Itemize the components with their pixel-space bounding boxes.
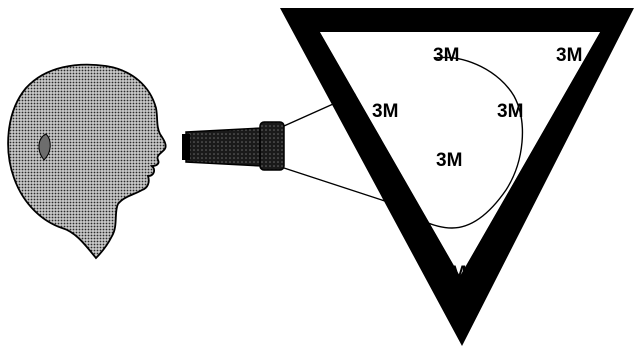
head-profile-icon (8, 65, 166, 258)
label-3m-top: 3M (433, 45, 459, 66)
label-3m-left: 3M (372, 101, 398, 122)
label-3m-center: 3M (436, 150, 462, 171)
label-3m-right: 3M (497, 101, 523, 122)
label-3m-bottom: 3M (440, 263, 466, 284)
flashlight-icon (182, 122, 284, 170)
label-3m-top-right: 3M (556, 45, 582, 66)
